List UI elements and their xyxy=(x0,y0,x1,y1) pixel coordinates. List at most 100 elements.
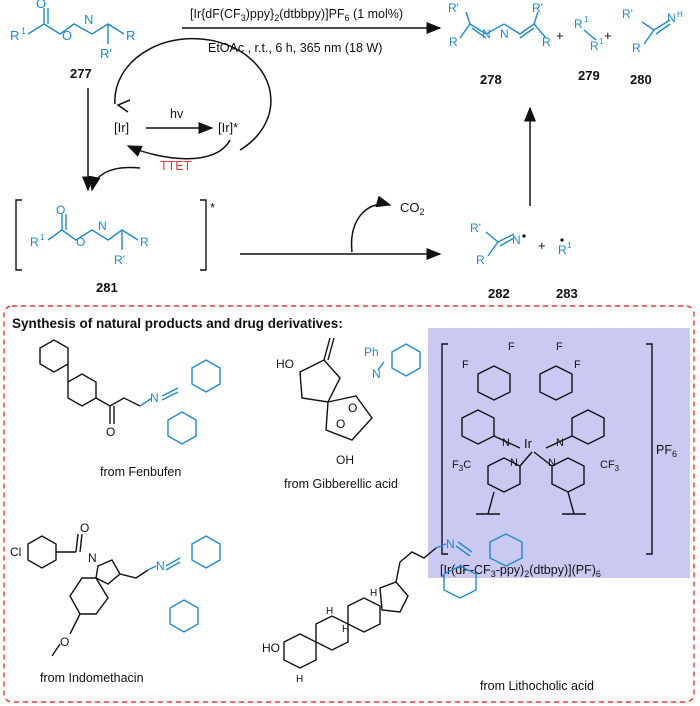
gibberellic-OH: OH xyxy=(336,453,354,467)
cycle-ttet-arrow xyxy=(126,139,231,160)
atom-sup-279b: 1 xyxy=(599,37,604,46)
atom-Rp-277: R' xyxy=(100,46,112,61)
cat-F4: F xyxy=(574,359,581,371)
atom-sup-279a: 1 xyxy=(584,15,589,24)
catalyst-box-label: [Ir(dF-CF3-ppy)2(dtbpy)](PF)6 xyxy=(440,563,601,579)
radical-282: R' R N xyxy=(470,221,526,267)
cycle-hv: hv xyxy=(170,107,184,121)
cycle-ttet: TTET xyxy=(160,159,192,173)
product-278: R' R N N R' R xyxy=(448,1,551,49)
label-277: 277 xyxy=(70,66,92,81)
atom-N-281: N xyxy=(98,219,107,233)
gibberellic-Ph: Ph xyxy=(364,345,379,359)
from-lithocholic: from Lithocholic acid xyxy=(480,679,594,693)
label-283: 283 xyxy=(556,286,578,301)
derivatives-panel xyxy=(3,305,695,703)
fenbufen-derivative: O N xyxy=(39,339,221,445)
atom-R-281: R xyxy=(140,235,149,249)
atom-R-277: R xyxy=(126,28,135,43)
gibberellic-N: N xyxy=(372,367,381,381)
cat-PF6: PF6 xyxy=(656,443,677,459)
cat-N2: N xyxy=(556,437,564,449)
atom-R1-281: R xyxy=(30,235,39,249)
atom-R-278b: R xyxy=(542,35,551,49)
litho-H4: H xyxy=(296,674,303,685)
cat-F1: F xyxy=(462,359,469,371)
intermediate-281: O R 1 O N R R' xyxy=(30,203,149,267)
cat-F2: F xyxy=(508,341,515,353)
atom-R1-277: R xyxy=(10,28,19,43)
atom-O-281b: O xyxy=(76,235,85,249)
label-280: 280 xyxy=(630,72,652,87)
cycle-arc-top xyxy=(114,37,272,151)
atom-O-ester: O xyxy=(62,28,72,43)
label-281: 281 xyxy=(96,280,118,295)
label-278: 278 xyxy=(480,72,502,87)
atom-Rp-282: R' xyxy=(470,221,481,235)
cat-Ir: Ir xyxy=(524,436,533,451)
atom-sup-281: 1 xyxy=(40,233,45,242)
gibberellic-O1: O xyxy=(336,417,345,431)
atom-R-280: R xyxy=(632,41,641,55)
indomethacin-derivative: Cl O N O N xyxy=(10,521,221,657)
from-fenbufen: from Fenbufen xyxy=(100,465,181,479)
atom-R1-sup-277: 1 xyxy=(21,26,26,36)
atom-Rp-278a: R' xyxy=(448,1,459,15)
atom-R-279b: R xyxy=(590,39,599,53)
atom-N-280: N xyxy=(667,11,676,25)
litho-N: N xyxy=(446,537,455,551)
catalyst-box xyxy=(428,328,690,578)
atom-R-282: R xyxy=(476,253,485,267)
label-282: 282 xyxy=(488,286,510,301)
litho-H2: H xyxy=(326,606,333,617)
label-279: 279 xyxy=(578,68,600,83)
litho-H1: H xyxy=(342,624,349,635)
from-indomethacin: from Indomethacin xyxy=(40,671,144,685)
atom-sup-283: 1 xyxy=(567,241,572,250)
solvent-conditions: EtOAc , r.t., 6 h, 365 nm (18 W) xyxy=(208,41,382,55)
plus-3: + xyxy=(538,238,546,253)
cycle-ir: [Ir] xyxy=(114,120,129,135)
plus-1: + xyxy=(556,28,564,43)
cat-CF3: CF3 xyxy=(600,459,620,473)
atom-O-281a: O xyxy=(56,203,65,217)
energy-transfer-arrow xyxy=(88,166,141,192)
fenbufen-N: N xyxy=(150,391,159,405)
cat-N1: N xyxy=(502,437,510,449)
co2-loss-arrow xyxy=(350,195,392,253)
panel-title: Synthesis of natural products and drug d… xyxy=(12,316,343,331)
plus-2: + xyxy=(604,28,612,43)
bracket-right-281 xyxy=(200,199,207,271)
product-280: R' R N H xyxy=(622,7,683,55)
atom-O-carbonyl: O xyxy=(36,0,46,11)
litho-HO: HO xyxy=(262,641,280,655)
atom-R-283: R xyxy=(558,243,567,257)
cat-F3: F xyxy=(556,341,563,353)
atom-H-280: H xyxy=(677,10,683,19)
indo-O: O xyxy=(80,521,89,535)
gibberellic-derivative: HO O O OH Ph N xyxy=(276,337,421,467)
gibberellic-O2: O xyxy=(348,401,357,415)
atom-N-282: N xyxy=(512,233,521,247)
litho-H3: H xyxy=(370,588,377,599)
atom-N-278a: N xyxy=(482,27,491,41)
cat-N3: N xyxy=(510,457,518,469)
atom-Rp-278b: R' xyxy=(532,1,543,15)
ir-catalyst-structure: PF6 Ir N N N N F F F F F3C CF3 xyxy=(441,341,677,555)
indo-O2: O xyxy=(60,635,69,649)
catalyst-conditions: [Ir{dF(CF3)ppy}2(dtbbpy)]PF6 (1 mol%) xyxy=(190,7,403,23)
co2-label: CO2 xyxy=(400,200,425,217)
from-gibberellic: from Gibberellic acid xyxy=(284,477,398,491)
cat-N4: N xyxy=(548,457,556,469)
atom-Rp-281: R' xyxy=(114,253,125,267)
product-279: R 1 R 1 xyxy=(574,15,604,53)
atom-R-279a: R xyxy=(574,17,583,31)
bracket-left-281 xyxy=(15,199,22,271)
atom-Rp-280: R' xyxy=(622,7,633,21)
lithocholic-derivative: HO N H H H H xyxy=(262,533,523,685)
fenbufen-O: O xyxy=(106,425,115,439)
atom-N-278b: N xyxy=(500,27,509,41)
radical-283: R 1 xyxy=(558,238,572,257)
atom-R-278a: R xyxy=(449,35,458,49)
